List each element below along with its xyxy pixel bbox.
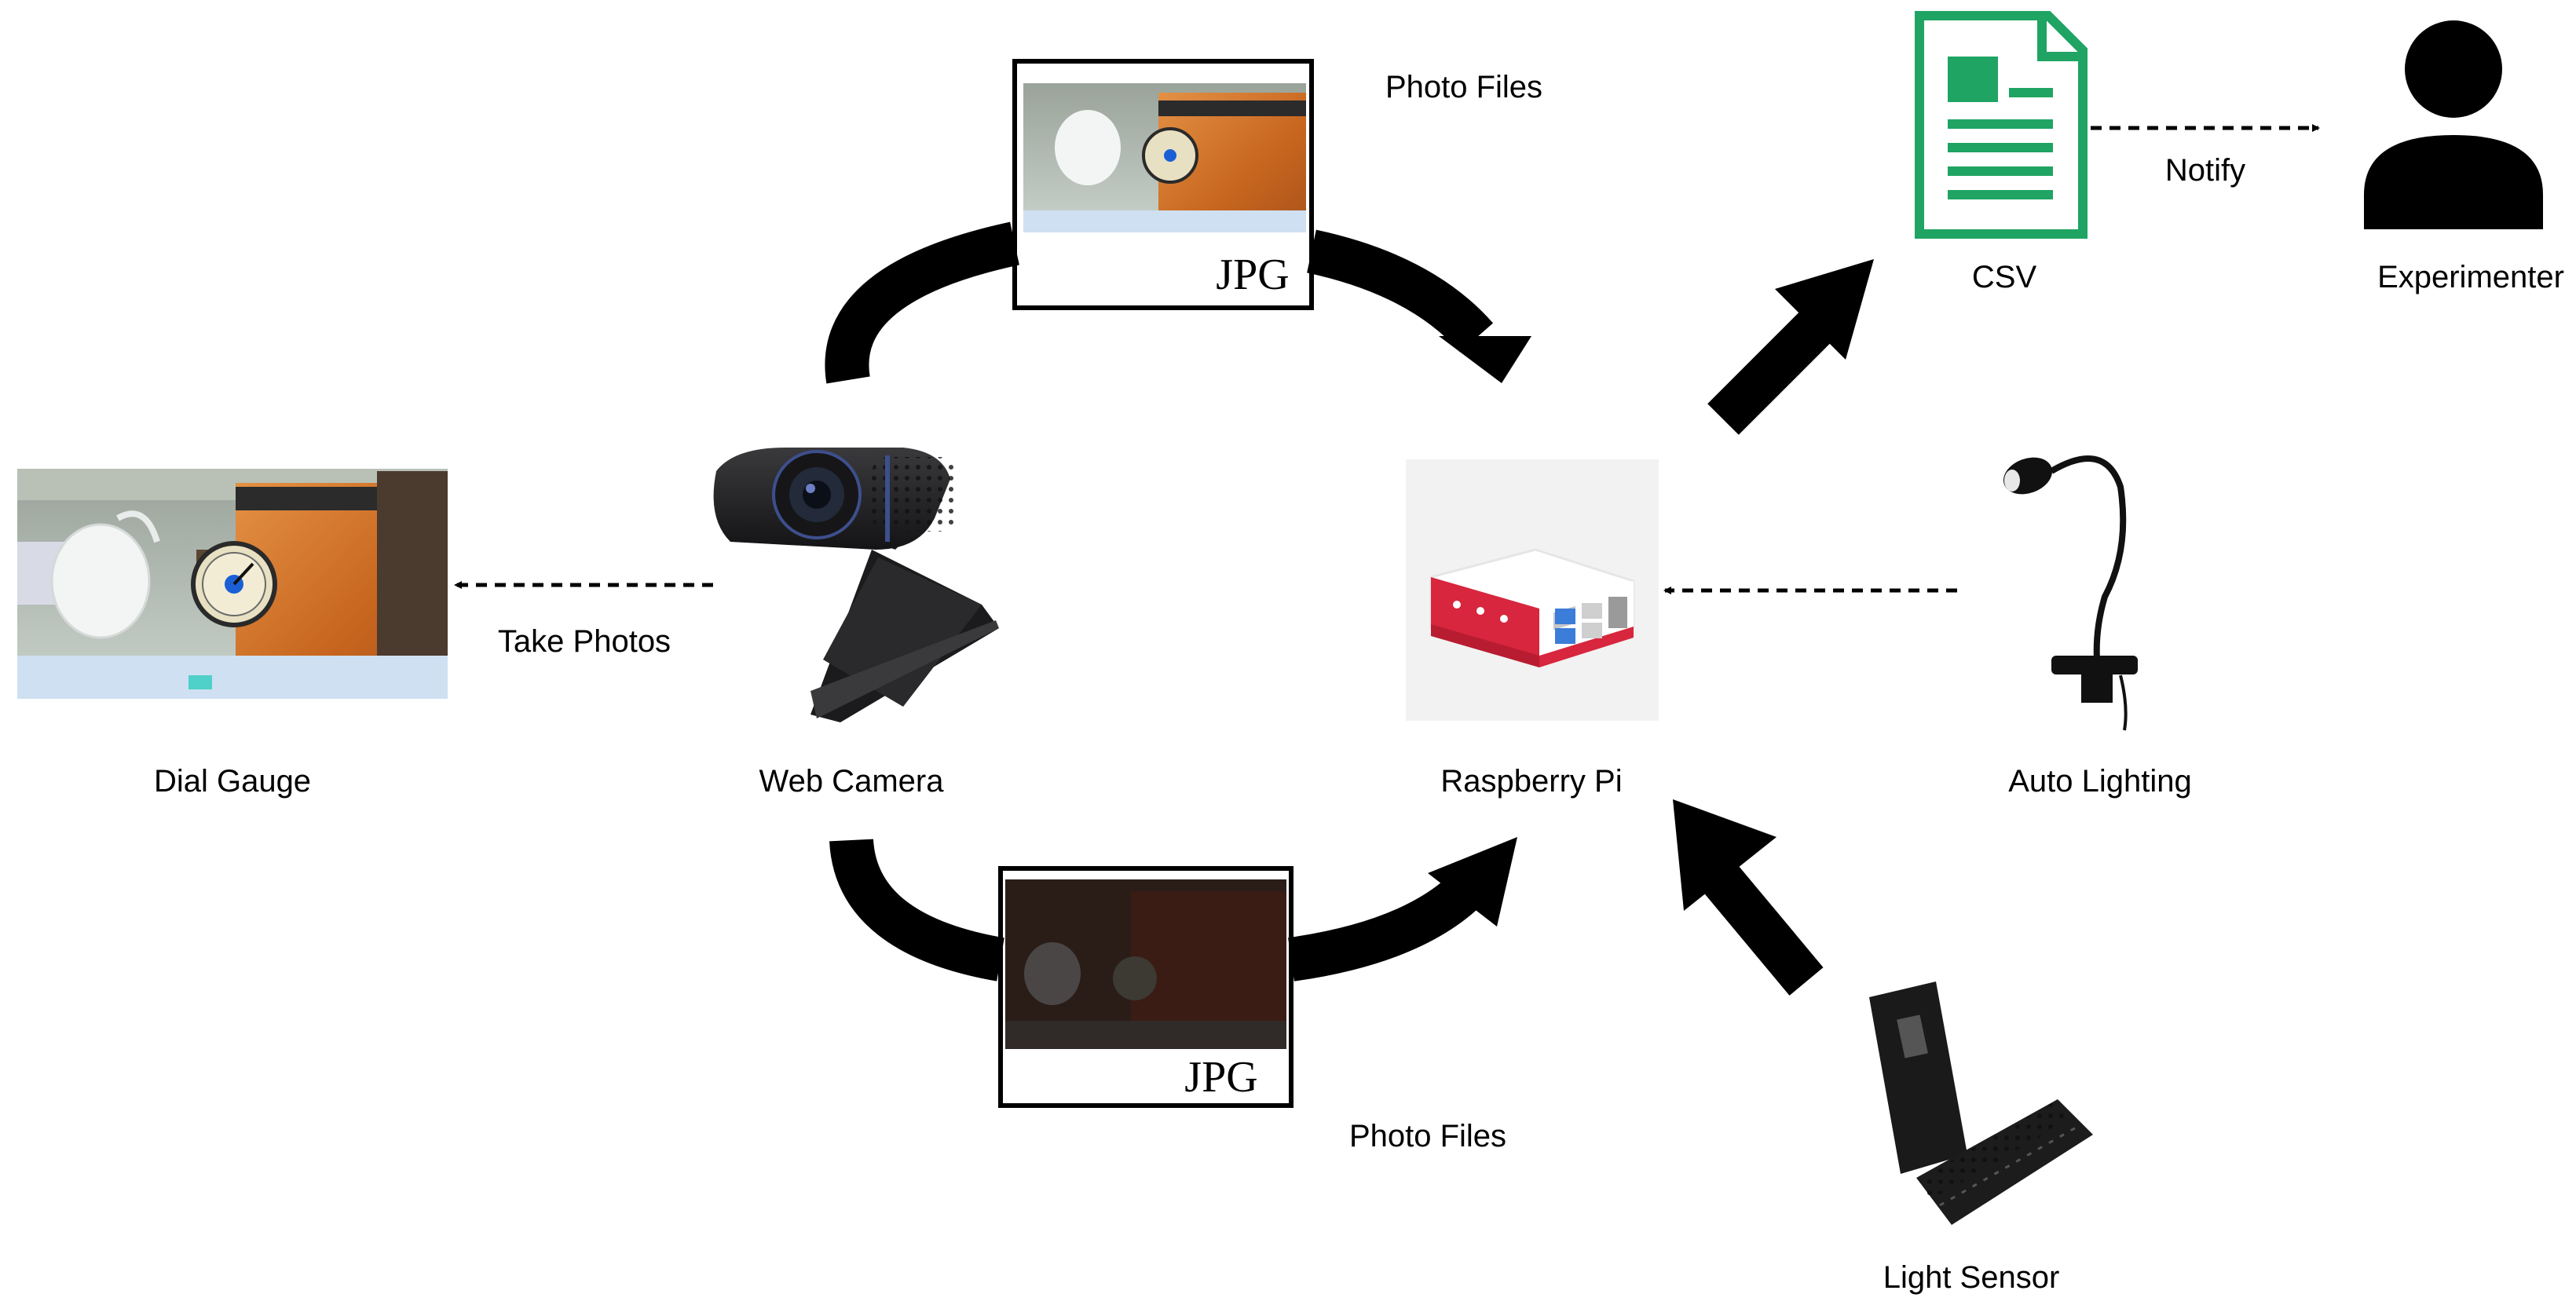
take-photos-label: Take Photos (498, 624, 671, 659)
pi-to-csv-arrow-shaft (1707, 298, 1844, 435)
dial-gauge-photo (17, 469, 448, 699)
csv-file-icon (1915, 11, 2088, 239)
notify-label: Notify (2165, 153, 2245, 188)
bottom-photo-files-label: Photo Files (1349, 1119, 1506, 1153)
csv-label: CSV (1972, 260, 2037, 294)
bottom-arc-right (1288, 871, 1484, 981)
bottom-photo-file: JPG (998, 866, 1293, 1108)
sensor-to-pi-arrowhead (1673, 799, 1776, 911)
top-jpg-badge: JPG (1216, 250, 1289, 299)
top-photo-file: JPG (1012, 59, 1314, 310)
light-sensor-label: Light Sensor (1883, 1260, 2060, 1295)
bottom-arc-left (829, 838, 1004, 981)
bottom-jpg-badge: JPG (1184, 1053, 1257, 1102)
experimenter-label: Experimenter (2377, 260, 2564, 294)
web-camera-icon (713, 448, 999, 722)
top-photo-files-label: Photo Files (1385, 70, 1542, 104)
auto-lighting-label: Auto Lighting (2008, 764, 2192, 799)
sensor-to-pi-arrow-shaft (1703, 864, 1824, 996)
lamp-icon (2003, 455, 2138, 731)
pi-to-csv-arrowhead (1775, 259, 1874, 360)
light-sensor-icon (1869, 981, 2093, 1225)
raspberry-pi-icon (1406, 459, 1659, 721)
raspberry-pi-label: Raspberry Pi (1440, 764, 1622, 799)
web-camera-label: Web Camera (759, 764, 945, 799)
person-icon (2364, 20, 2543, 229)
top-arc-right (1307, 229, 1494, 353)
bottom-arc-arrowhead (1428, 837, 1517, 927)
top-arc-left (825, 221, 1019, 384)
dial-gauge-label: Dial Gauge (154, 764, 311, 799)
top-arc-arrowhead (1439, 336, 1531, 383)
